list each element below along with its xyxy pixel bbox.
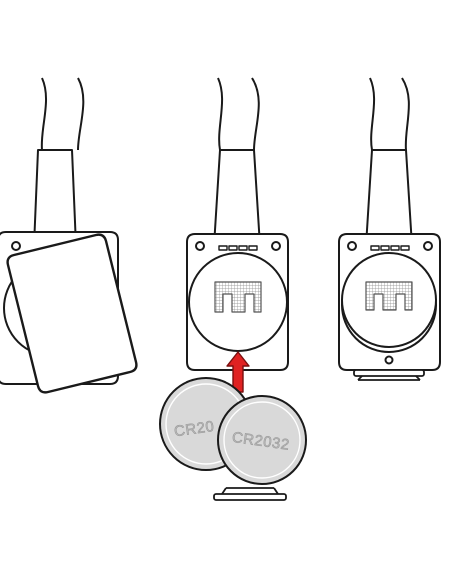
cable xyxy=(40,77,85,151)
mount-hole-left xyxy=(347,241,357,251)
mount-hole-right xyxy=(271,241,281,251)
panel-step-3 xyxy=(338,77,441,381)
cable xyxy=(369,77,410,151)
battery-cover xyxy=(6,233,138,394)
strain-relief xyxy=(213,149,261,247)
battery-contact xyxy=(365,281,413,311)
mount-hole-left xyxy=(195,241,205,251)
contact-pins xyxy=(370,245,410,251)
coin-label-1: CR20 xyxy=(173,418,215,440)
battery-contact xyxy=(214,281,262,313)
release-notch xyxy=(384,355,394,365)
cover-closed xyxy=(353,369,425,381)
battery-icon: CR20 CR2032 xyxy=(159,377,307,485)
mount-hole-left xyxy=(11,241,21,251)
contact-pins xyxy=(218,245,258,251)
mount-hole-right xyxy=(423,241,433,251)
panel-step-2 xyxy=(186,77,289,393)
coin-cell-front: CR2032 xyxy=(217,395,307,485)
panel-step-1 xyxy=(0,77,138,394)
removed-cover xyxy=(213,487,287,501)
cable xyxy=(217,77,260,151)
strain-relief xyxy=(365,149,413,247)
